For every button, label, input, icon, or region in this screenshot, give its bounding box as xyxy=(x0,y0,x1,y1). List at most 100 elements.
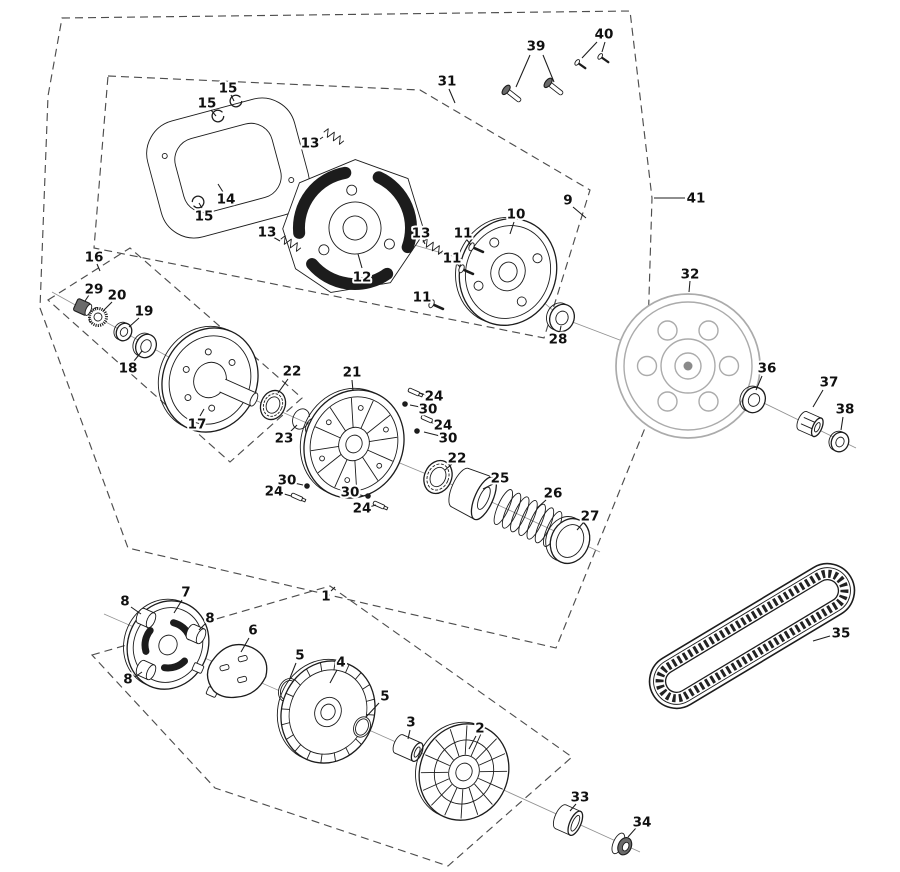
leader-line-16 xyxy=(96,263,101,272)
part-label-25: 25 xyxy=(491,471,510,487)
leader-line-21 xyxy=(351,379,354,392)
part-30-ball xyxy=(402,401,408,407)
part-label-24: 24 xyxy=(353,501,372,517)
part-label-21: 21 xyxy=(343,365,362,381)
part-label-30: 30 xyxy=(419,402,438,418)
part-label-37: 37 xyxy=(820,375,839,391)
part-2-fan-drive-face xyxy=(415,721,510,821)
part-22-bearing xyxy=(423,459,453,495)
part-3-spacer-bushing xyxy=(392,734,424,763)
leader-line-13 xyxy=(316,136,324,142)
part-19-washer xyxy=(113,321,133,342)
leader-line-30 xyxy=(423,431,441,437)
part-label-16: 16 xyxy=(85,250,104,266)
leader-line-29 xyxy=(84,294,90,302)
leader-line-34 xyxy=(627,827,637,838)
part-label-39: 39 xyxy=(527,39,546,55)
leader-line-8 xyxy=(198,623,206,631)
part-38-washer xyxy=(828,430,850,453)
part-label-31: 31 xyxy=(438,74,457,90)
leader-line-24 xyxy=(368,504,377,508)
leader-line-1 xyxy=(330,586,336,592)
part-label-24: 24 xyxy=(425,389,444,405)
part-label-23: 23 xyxy=(275,431,294,447)
part-label-32: 32 xyxy=(681,267,700,283)
part-30-ball xyxy=(304,483,310,489)
part-label-11: 11 xyxy=(443,251,462,267)
part-label-30: 30 xyxy=(341,485,360,501)
part-24-guide-pin xyxy=(372,500,389,511)
part-13-spring xyxy=(323,128,345,145)
part-label-13: 13 xyxy=(258,225,277,241)
leader-line-19 xyxy=(128,317,140,328)
part-label-13: 13 xyxy=(301,136,320,152)
part-label-40: 40 xyxy=(595,27,614,43)
leader-line-24 xyxy=(431,420,436,424)
part-label-28: 28 xyxy=(549,332,568,348)
leader-line-6 xyxy=(240,637,250,653)
part-label-2: 2 xyxy=(475,721,484,737)
part-label-4: 4 xyxy=(336,655,345,671)
leader-line-12 xyxy=(357,253,363,269)
part-36-washer xyxy=(739,385,767,414)
leader-line-9 xyxy=(572,206,587,219)
leader-line-38 xyxy=(840,416,844,431)
leader-line-13 xyxy=(422,239,426,245)
part-label-7: 7 xyxy=(181,585,190,601)
part-37-hex-nut xyxy=(796,410,824,438)
part-35-drive-belt xyxy=(648,562,856,710)
part-label-30: 30 xyxy=(278,473,297,489)
part-label-15: 15 xyxy=(219,81,238,97)
part-13-spring xyxy=(422,238,444,255)
part-15-circlip xyxy=(211,109,225,123)
part-label-8: 8 xyxy=(205,611,214,627)
part-10-clutch-drive-plate xyxy=(455,216,558,326)
boundary-driven-shaft-group xyxy=(47,247,303,463)
leader-line-5 xyxy=(365,702,380,718)
leader-line-22 xyxy=(277,378,289,394)
part-label-24: 24 xyxy=(265,484,284,500)
leader-line-36 xyxy=(755,375,763,391)
leader-line-37 xyxy=(812,389,824,408)
part-20-drive-gear xyxy=(88,307,108,327)
part-27-spring-collar xyxy=(545,516,591,565)
part-label-8: 8 xyxy=(120,594,129,610)
part-15-circlip xyxy=(191,195,205,209)
part-label-20: 20 xyxy=(108,288,127,304)
leader-line-11 xyxy=(466,239,472,246)
boundary-drive-pulley-group xyxy=(90,585,573,867)
part-label-19: 19 xyxy=(135,304,154,320)
part-22-bearing xyxy=(259,389,287,421)
leader-line-26 xyxy=(536,499,547,509)
part-label-12: 12 xyxy=(353,270,372,286)
part-18-washer xyxy=(132,332,158,359)
leader-line-15 xyxy=(230,94,235,102)
part-14-cover-gasket xyxy=(146,97,310,239)
part-4-movable-drive-face xyxy=(276,658,376,764)
leader-line-40 xyxy=(601,41,606,53)
leader-line-25 xyxy=(482,483,494,490)
part-label-5: 5 xyxy=(295,648,304,664)
boundary-clutch-kit xyxy=(93,75,591,339)
part-label-41: 41 xyxy=(687,191,706,207)
part-label-17: 17 xyxy=(188,417,207,433)
part-label-22: 22 xyxy=(448,451,467,467)
part-label-9: 9 xyxy=(563,193,572,209)
part-13-spring xyxy=(280,235,302,252)
leader-line-7 xyxy=(173,599,183,614)
part-label-18: 18 xyxy=(119,361,138,377)
leader-line-4 xyxy=(329,669,338,684)
leader-line-30 xyxy=(409,404,421,408)
part-34-flange-nut xyxy=(611,832,633,856)
leader-line-3 xyxy=(407,729,411,740)
part-28-lock-nut xyxy=(545,302,576,333)
part-21-movable-driven-face xyxy=(299,387,405,499)
part-24-guide-pin xyxy=(290,492,307,503)
part-23-snap-ring xyxy=(292,408,310,430)
part-label-24: 24 xyxy=(434,418,453,434)
part-24-guide-pin xyxy=(407,387,424,398)
leader-line-8 xyxy=(130,606,142,615)
